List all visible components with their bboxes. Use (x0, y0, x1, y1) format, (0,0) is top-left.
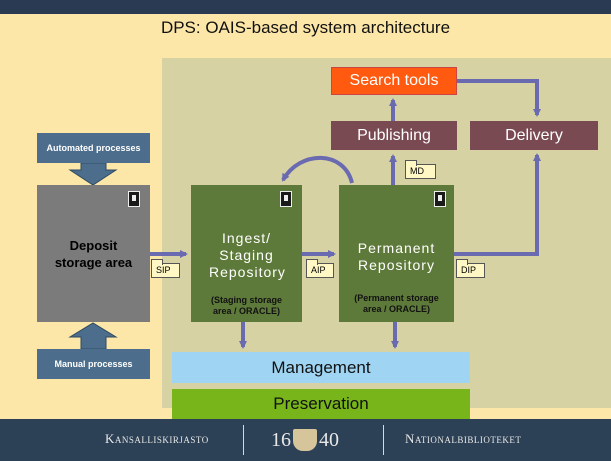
footer-year-right: 40 (319, 428, 339, 451)
arrow-manual-up (68, 322, 118, 350)
arrow-search-to-delivery (457, 79, 541, 117)
manual-processes-box: Manual processes (37, 349, 150, 379)
aip-folder-icon: AIP (306, 259, 334, 278)
deposit-storage-label: Deposit storage area (54, 237, 133, 270)
arrow-permanent-to-ingest-loop (281, 155, 354, 184)
footer-bar: Kansalliskirjasto 16 40 Nationalbibliote… (0, 419, 611, 461)
ingest-repository-title: Ingest/ Staging Repository (209, 230, 286, 280)
footer-right-text: Nationalbiblioteket (405, 431, 522, 446)
footer-year: 16 40 (258, 424, 352, 456)
search-tools-button[interactable]: Search tools (331, 67, 457, 95)
publishing-button[interactable]: Publishing (331, 121, 457, 150)
ingest-repository-box: Ingest/ Staging Repository (Staging stor… (191, 185, 302, 322)
management-button[interactable]: Management (172, 352, 470, 383)
arrow-permanent-to-delivery (454, 153, 541, 256)
delivery-button[interactable]: Delivery (470, 121, 598, 150)
crest-icon (293, 429, 317, 451)
footer-divider (243, 425, 244, 455)
slide-title: DPS: OAIS-based system architecture (160, 18, 451, 37)
deposit-storage-box: Deposit storage area (37, 185, 150, 322)
permanent-repository-subtitle: (Permanent storage area / ORACLE) (354, 293, 439, 314)
arrow-automated-down (68, 162, 118, 186)
footer-divider (383, 425, 384, 455)
footer-left-text: Kansalliskirjasto (105, 431, 209, 446)
md-folder-icon: MD (405, 160, 436, 179)
preservation-button[interactable]: Preservation (172, 389, 470, 419)
footer-year-left: 16 (271, 428, 291, 451)
permanent-repository-title: Permanent Repository (357, 240, 436, 273)
ingest-repository-subtitle: (Staging storage area / ORACLE) (210, 295, 282, 316)
sip-folder-icon: SIP (151, 259, 180, 278)
top-strip (0, 0, 611, 14)
automated-processes-box: Automated processes (37, 133, 150, 163)
permanent-repository-box: Permanent Repository (Permanent storage … (339, 185, 454, 322)
server-icon (280, 191, 292, 207)
server-icon (128, 191, 140, 207)
dip-folder-icon: DIP (456, 259, 485, 278)
server-icon (434, 191, 446, 207)
